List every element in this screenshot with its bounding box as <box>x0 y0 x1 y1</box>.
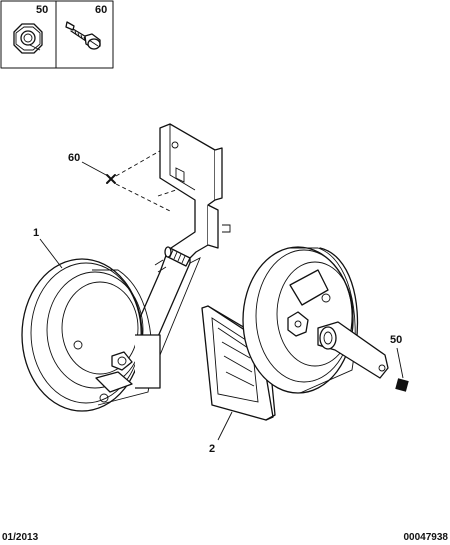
legend-nut-ref: 50 <box>36 4 48 16</box>
left-horn <box>21 258 161 412</box>
bracket-stud <box>164 246 191 267</box>
legend-box-bolt: 60 <box>55 0 114 69</box>
footer-code: 00047938 <box>404 532 449 543</box>
footer-date: 01/2013 <box>2 532 39 543</box>
callout-50-nut: 50 <box>390 334 402 346</box>
legend-bolt-ref: 60 <box>95 4 107 16</box>
callout-2-trumpet: 2 <box>209 443 215 455</box>
nut-icon <box>13 23 43 54</box>
right-horn <box>242 246 359 394</box>
right-horn-bracket-tab <box>317 321 389 379</box>
callout-1-left-horn: 1 <box>33 227 39 239</box>
nut-marker-icon <box>395 378 409 392</box>
legend-box-nut: 50 <box>0 0 57 69</box>
bolt-marker-icon <box>106 174 116 184</box>
bolt-icon <box>65 21 101 50</box>
callout-60-bolt: 60 <box>68 152 80 164</box>
